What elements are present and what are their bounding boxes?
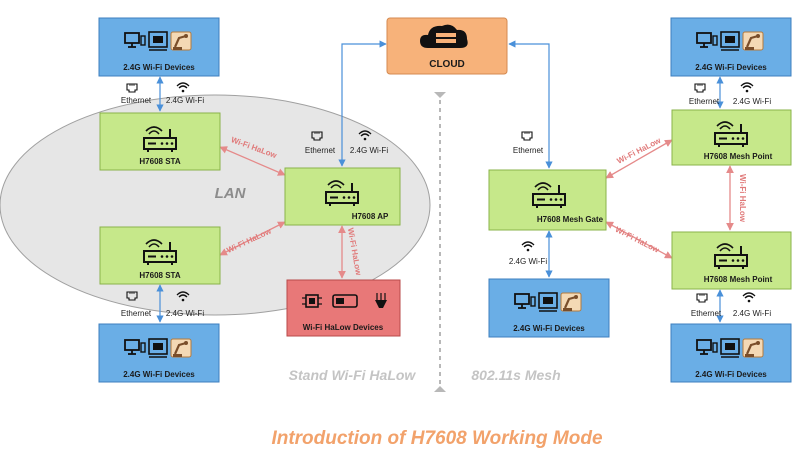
wifi-devices-box-right-bottom: 2.4G Wi-Fi Devices: [670, 323, 792, 383]
wifi-icon: [740, 82, 754, 93]
mesh-gate-box: H7608 Mesh Gate: [488, 169, 607, 231]
wifi-icon: [742, 292, 756, 303]
left-mode-label: Stand Wi-Fi HaLow: [289, 367, 417, 383]
server-icon: [436, 33, 456, 37]
wifi-devices-label: 2.4G Wi-Fi Devices: [123, 370, 195, 379]
mesh-point-box-bottom: H7608 Mesh Point: [671, 231, 792, 290]
halow-devices-label: Wi-Fi HaLow Devices: [303, 323, 384, 332]
wifi-label: 2.4G Wi-Fi: [166, 96, 204, 105]
sta-label: H7608 STA: [139, 157, 180, 166]
ethernet-icon: [696, 293, 708, 303]
wifi-devices-label: 2.4G Wi-Fi Devices: [695, 370, 767, 379]
divider-cap: [434, 386, 446, 392]
ethernet-label: Ethernet: [121, 309, 152, 318]
sta-label: H7608 STA: [139, 271, 180, 280]
sta-box-top: H7608 STA: [99, 112, 221, 171]
sta-box-bottom: H7608 STA: [99, 226, 221, 285]
ap-label: H7608 AP: [352, 212, 389, 221]
mesh-point-label: H7608 Mesh Point: [704, 152, 773, 161]
halow-link-sta-top-ap: [219, 146, 286, 176]
wifi-label: 2.4G Wi-Fi: [350, 146, 388, 155]
halow-link-sta-bottom-ap: [219, 221, 286, 256]
page-title: Introduction of H7608 Working Mode: [271, 428, 603, 449]
chip-icon: [302, 294, 322, 308]
mesh-point-box-top: H7608 Mesh Point: [671, 109, 792, 166]
ethernet-label: Ethernet: [689, 97, 720, 106]
wifi-devices-box-right-top: 2.4G Wi-Fi Devices: [670, 17, 792, 77]
ethernet-icon: [126, 83, 138, 93]
wifi-label: 2.4G Wi-Fi: [733, 97, 771, 106]
ethernet-label: Ethernet: [121, 96, 152, 105]
halow-label: Wi-Fi HaLow: [615, 136, 662, 166]
ethernet-icon: [694, 83, 706, 93]
halow-label: Wi-Fi HaLow: [614, 225, 661, 255]
wifi-devices-label: 2.4G Wi-Fi Devices: [123, 63, 195, 72]
wifi-icon: [521, 241, 535, 252]
wifi-label: 2.4G Wi-Fi: [733, 309, 771, 318]
wifi-devices-box-left-bottom: 2.4G Wi-Fi Devices: [98, 323, 220, 383]
link-ap-cloud: [338, 40, 387, 167]
wifi-devices-label: 2.4G Wi-Fi Devices: [513, 324, 585, 333]
wifi-devices-label: 2.4G Wi-Fi Devices: [695, 63, 767, 72]
wifi-label: 2.4G Wi-Fi: [509, 257, 547, 266]
ethernet-label: Ethernet: [305, 146, 336, 155]
ethernet-icon: [521, 131, 533, 141]
ap-box: H7608 AP: [284, 167, 401, 226]
ethernet-label: Ethernet: [691, 309, 722, 318]
halow-link-gate-point-bottom: [605, 221, 673, 259]
divider-cap: [434, 92, 446, 98]
halow-link-gate-point-top: [605, 139, 673, 179]
mesh-point-label: H7608 Mesh Point: [704, 275, 773, 284]
right-mode-label: 802.11s Mesh: [471, 367, 560, 383]
mesh-gate-label: H7608 Mesh Gate: [537, 215, 604, 224]
wifi-devices-box-left-top: 2.4G Wi-Fi Devices: [98, 17, 220, 77]
switch-icon: [332, 294, 358, 308]
halow-label: Wi-Fi HaLow: [738, 174, 747, 223]
halow-devices-box: Wi-Fi HaLow Devices: [286, 279, 401, 337]
lan-label: LAN: [215, 185, 247, 202]
link-cloud-meshgate: [508, 40, 553, 169]
sensor-icon: [375, 293, 387, 308]
wifi-devices-box-mesh-gate: 2.4G Wi-Fi Devices: [488, 278, 610, 338]
cloud-label: CLOUD: [429, 59, 465, 70]
ethernet-label: Ethernet: [513, 146, 544, 155]
wifi-label: 2.4G Wi-Fi: [166, 309, 204, 318]
wifi-icon: [176, 82, 190, 93]
cloud-node: CLOUD: [386, 17, 508, 75]
